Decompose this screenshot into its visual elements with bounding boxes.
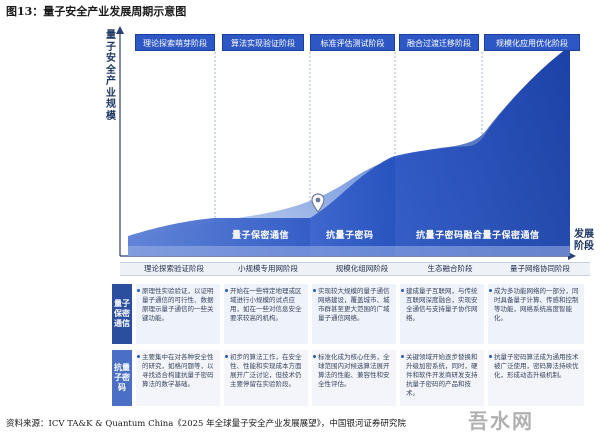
phase-box-2: 算法实现验证阶段 bbox=[222, 34, 304, 51]
cell-qkd-5: 成为多功能网络的一部分，同时具备量子计算、传感和控制等功能，网络系统高度智能化。 bbox=[488, 284, 584, 344]
bullet-icon bbox=[489, 289, 492, 292]
cell-text: 初步的算法工作，在安全性、性能和实现成本方面展开广泛讨论，但技术仍主要停留在实验… bbox=[230, 353, 302, 388]
bullet-icon bbox=[489, 355, 492, 358]
cell-pqc-5: 抗量子密码算法成为通用技术被广泛使用，密码算法持续优化，形成动态升级机制。 bbox=[488, 350, 584, 406]
bullet-icon bbox=[313, 289, 316, 292]
cell-pqc-3: 标准化成为核心任务，全球范围内对候选算法展开算法的性能、兼容性和安全性评估。 bbox=[312, 350, 396, 406]
cell-text: 成为多功能网络的一部分，同时具备量子计算、传感和控制等功能，网络系统高度智能化。 bbox=[494, 287, 579, 322]
source-note: 资料来源：ICV TA&K & Quantum China《2025 年全球量子… bbox=[6, 419, 406, 429]
band-label-fusion: 抗量子密码融合量子保密通信 bbox=[416, 231, 540, 241]
stacked-text: 发展阶段 bbox=[574, 229, 594, 252]
band-pqc-shape bbox=[310, 156, 395, 256]
stacked-text: 抗量子密码 bbox=[114, 363, 130, 392]
cell-qkd-2: 开始在一些特定地理或区域进行小规模的试点应用，如在一些对信息安全要求较高的机构。 bbox=[224, 284, 308, 344]
cell-text: 关键领域开始逐步替换和升级加密系统，同时，硬件和软件开发商研发支持抗量子密码的产… bbox=[406, 353, 478, 397]
cell-text: 抗量子密码算法成为通用技术被广泛使用，密码算法持续优化，形成动态升级机制。 bbox=[494, 353, 579, 379]
cell-qkd-4: 建成量子互联网，与传统互联网深度融合，实现安全通信与支持量子协作网络。 bbox=[400, 284, 484, 344]
band-fusion-shape bbox=[395, 46, 570, 256]
watermark-logo: 吾水网 bbox=[468, 409, 534, 433]
cell-pqc-1: 主要集中在对各种安全性的研究，如格问题等，以寻找适合构建抗量子密码算法的数学基础… bbox=[136, 350, 220, 406]
figure-title: 图13：量子安全产业发展周期示意图 bbox=[6, 5, 187, 18]
bullet-icon bbox=[137, 355, 140, 358]
cell-qkd-3: 实现较大规模的量子通信网络建设，覆盖城市、城市群甚至更大范围的广域量子通信网络。 bbox=[312, 284, 396, 344]
stacked-text: 量子保密通信 bbox=[114, 299, 130, 328]
bullet-icon bbox=[313, 355, 316, 358]
cell-text: 实现较大规模的量子通信网络建设，覆盖城市、城市群甚至更大范围的广域量子通信网络。 bbox=[318, 287, 390, 322]
cell-text: 开始在一些特定地理或区域进行小规模的试点应用，如在一些对信息安全要求较高的机构。 bbox=[230, 287, 302, 322]
base-strip bbox=[128, 246, 570, 256]
bullet-icon bbox=[401, 355, 404, 358]
cell-text: 主要集中在对各种安全性的研究，如格问题等，以寻找适合构建抗量子密码算法的数学基础… bbox=[142, 353, 214, 388]
phase-box-4: 融合过渡迁移阶段 bbox=[399, 34, 479, 51]
stage-bar: 理论探索验证阶段 小规模专用网阶段 规模化组网阶段 生态融合阶段 量子网络协同阶… bbox=[120, 262, 590, 276]
bullet-icon bbox=[401, 289, 404, 292]
stage-item-1: 理论探索验证阶段 bbox=[144, 264, 204, 273]
phase-box-1: 理论探索萌芽阶段 bbox=[135, 34, 215, 51]
stage-item-4: 生态融合阶段 bbox=[427, 264, 473, 273]
cell-text: 原理性实验验证，以证明量子通信的可行性、数据原理示量子通信的一些关键功能。 bbox=[142, 287, 214, 322]
row-header-qkd: 量子保密通信 bbox=[112, 284, 132, 344]
location-pin-icon bbox=[311, 193, 325, 213]
cell-text: 标准化成为核心任务，全球范围内对候选算法展开算法的性能、兼容性和安全性评估。 bbox=[318, 353, 390, 388]
cell-qkd-1: 原理性实验验证，以证明量子通信的可行性、数据原理示量子通信的一些关键功能。 bbox=[136, 284, 220, 344]
stage-item-3: 规模化组网阶段 bbox=[335, 264, 389, 273]
phase-box-3: 标准评估测试阶段 bbox=[310, 34, 395, 51]
y-axis-label: 量子安全产业规模 bbox=[104, 30, 118, 122]
stacked-text: 量子安全产业规模 bbox=[106, 30, 116, 122]
band-label-qkd: 量子保密通信 bbox=[232, 231, 290, 241]
cell-pqc-2: 初步的算法工作，在安全性、性能和实现成本方面展开广泛讨论，但技术仍主要停留在实验… bbox=[224, 350, 308, 406]
x-axis-label: 发展阶段 bbox=[571, 229, 597, 253]
cell-text: 建成量子互联网，与传统互联网深度融合，实现安全通信与支持量子协作网络。 bbox=[406, 287, 478, 322]
stage-item-2: 小规模专用网阶段 bbox=[238, 264, 298, 273]
cell-pqc-4: 关键领域开始逐步替换和升级加密系统，同时，硬件和软件开发商研发支持抗量子密码的产… bbox=[400, 350, 484, 406]
band-label-pqc: 抗量子密码 bbox=[326, 231, 374, 241]
bullet-icon bbox=[137, 289, 140, 292]
y-axis-arrow-icon bbox=[116, 26, 124, 34]
stage-item-5: 量子网络协同阶段 bbox=[510, 264, 570, 273]
phase-box-5: 规模化应用优化阶段 bbox=[484, 34, 580, 51]
row-header-pqc: 抗量子密码 bbox=[112, 350, 132, 406]
bullet-icon bbox=[225, 355, 228, 358]
bullet-icon bbox=[225, 289, 228, 292]
